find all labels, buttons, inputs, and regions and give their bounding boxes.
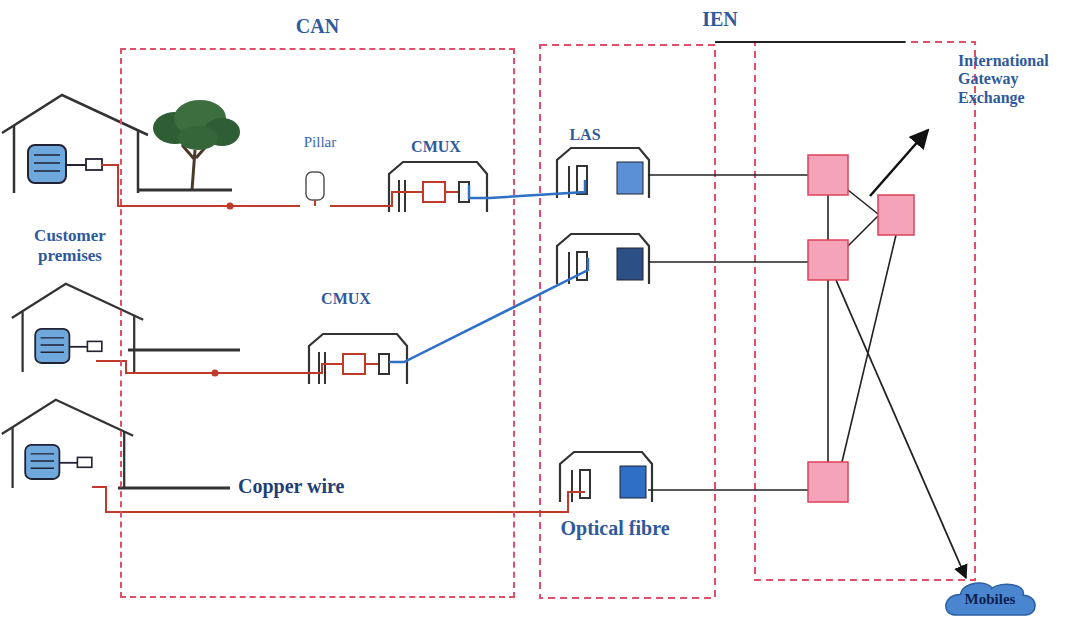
pillar-cabinet	[306, 172, 324, 200]
las-building	[557, 234, 649, 284]
ien-local-region	[540, 45, 715, 598]
gateway-arrow	[870, 130, 928, 196]
label-holder: Optical fibre	[560, 517, 670, 540]
cloud-label: Mobiles	[965, 591, 1016, 608]
label-holder: Customer premises	[22, 226, 118, 265]
tree	[153, 100, 240, 190]
mobile-link	[836, 280, 966, 578]
las-building	[557, 148, 649, 198]
copper-line	[118, 487, 230, 490]
mobiles-cloud: Mobiles	[944, 580, 1036, 618]
gateway-label: International Gateway Exchange	[958, 52, 1078, 107]
fibre-label: Optical fibre	[560, 517, 670, 540]
cmux-building	[389, 162, 487, 212]
cmux-building	[309, 334, 407, 384]
label-holder: Pillar	[285, 134, 355, 151]
label-holder: IEN	[688, 8, 752, 31]
access-network-region: CAN	[120, 48, 515, 598]
customer-label: Customer premises	[22, 226, 118, 265]
cloud-outline	[946, 583, 1035, 615]
customer-house	[2, 95, 148, 193]
cmux-label: CMUX	[398, 138, 474, 156]
copper-label: Copper wire	[238, 475, 408, 498]
cmux-label: CMUX	[306, 290, 386, 308]
label-holder: Copper wire	[238, 475, 408, 498]
ien-bracket-line	[715, 41, 905, 43]
las-building	[560, 452, 652, 502]
copper-pair	[92, 165, 585, 512]
switch-node	[808, 155, 914, 502]
label-holder: LAS	[555, 126, 615, 144]
label-holder: CMUX	[398, 138, 474, 156]
label-holder: International Gateway Exchange	[958, 52, 1078, 107]
ien-core-region	[755, 42, 975, 580]
customer-house	[12, 284, 143, 372]
customer-house	[2, 400, 133, 488]
pillar-label: Pillar	[285, 134, 355, 151]
copper-line	[128, 349, 240, 352]
network-name: IEN	[688, 8, 752, 31]
copper-line	[138, 189, 232, 192]
optical-fibre	[389, 180, 588, 362]
region-heading: CAN	[122, 14, 513, 38]
label-holder: CMUX	[306, 290, 386, 308]
las-label: LAS	[555, 126, 615, 144]
